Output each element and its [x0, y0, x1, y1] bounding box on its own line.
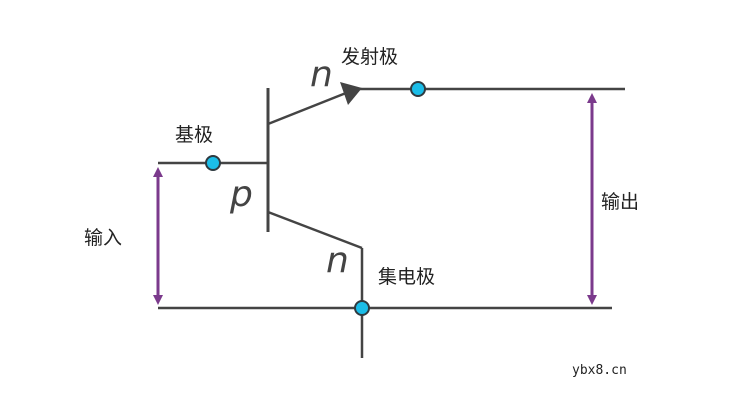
base-region-label: p: [229, 174, 253, 215]
emitter-lead: [267, 91, 347, 126]
collector-lead: [267, 210, 363, 250]
base-label: 基极: [175, 124, 213, 146]
emitter-label: 发射极: [341, 46, 398, 68]
output-label: 输出: [601, 191, 639, 213]
collector-region-label: n: [326, 240, 349, 281]
collector-label: 集电极: [378, 266, 435, 288]
emitter-node: [410, 81, 426, 97]
watermark: ybx8.cn: [572, 363, 627, 378]
emitter-region-label: n: [310, 54, 333, 95]
input-label: 输入: [84, 227, 122, 249]
collector-node: [354, 300, 370, 316]
base-node: [205, 155, 221, 171]
emitter-arrow-icon: [340, 82, 362, 105]
